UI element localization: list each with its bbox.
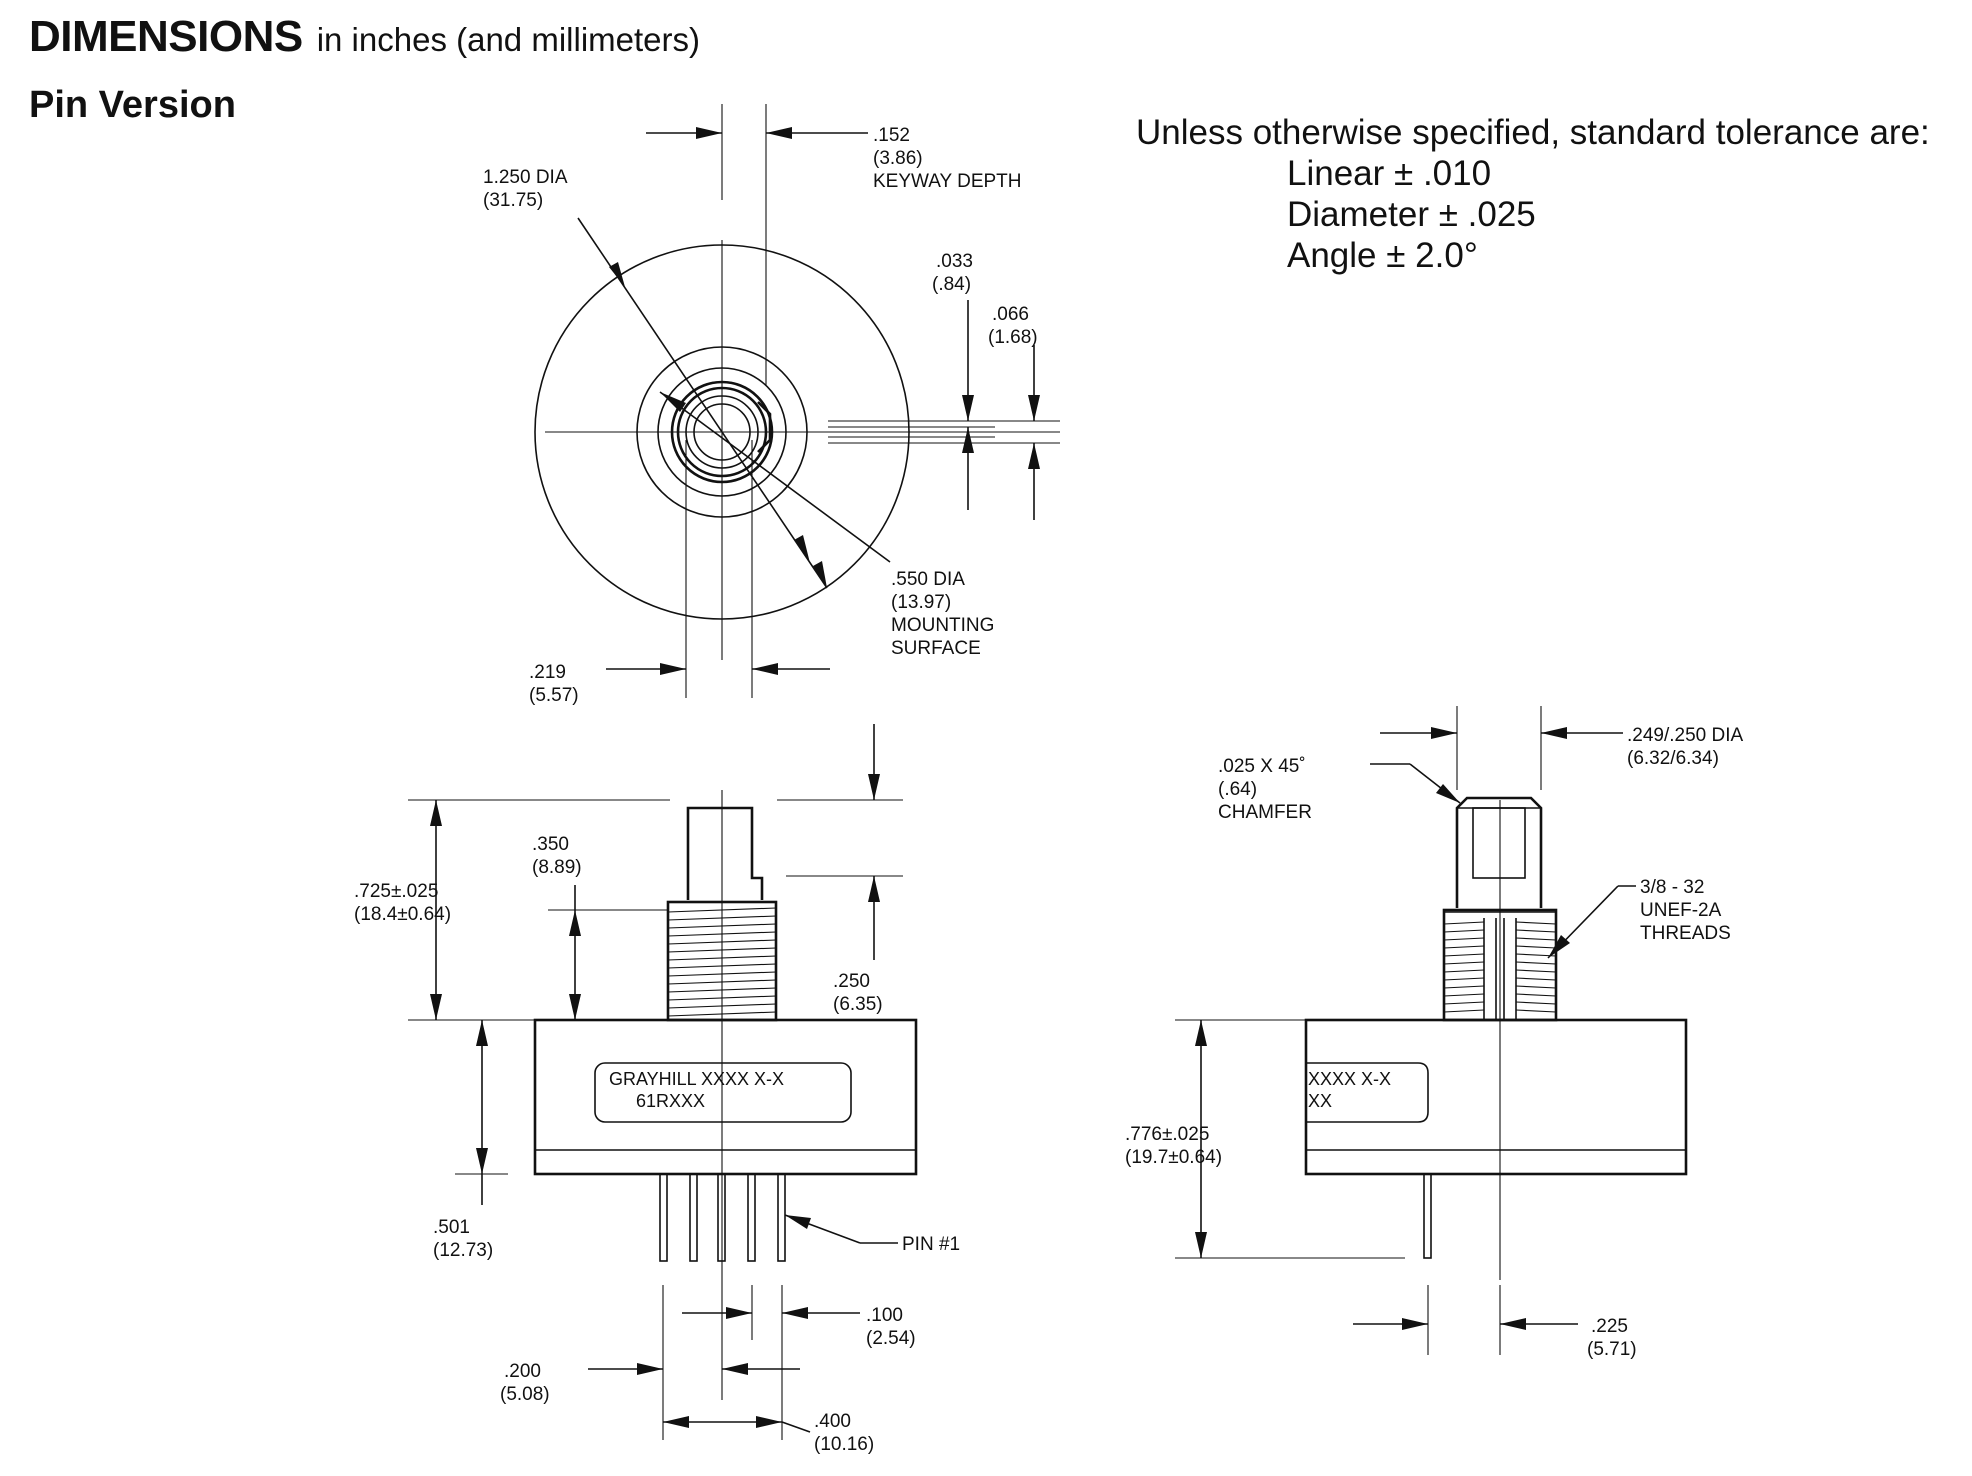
dim-219-text: .219 (5.57)	[529, 662, 579, 706]
dim-400-text: .400 (10.16)	[814, 1411, 874, 1455]
body-circle	[534, 244, 910, 620]
dim-250-text: .250 (6.35)	[833, 971, 883, 1015]
side-label-box	[1306, 1062, 1429, 1123]
dim-350-text: .350 (8.89)	[532, 834, 582, 878]
page-title: DIMENSIONS	[29, 12, 303, 61]
front-label-line2: 61RXXX	[636, 1091, 705, 1111]
side-label-line1: XXXX X-X	[1308, 1069, 1391, 1089]
tolerance-diameter: Diameter ± .025	[1287, 195, 1536, 234]
shaft-dia-text: .249/.250 DIA (6.32/6.34)	[1627, 725, 1747, 769]
side-label-line2: XX	[1308, 1091, 1332, 1111]
dim-066-text: .066 (1.68)	[988, 304, 1038, 348]
pin1-text: PIN #1	[902, 1234, 960, 1255]
dim-501-text: .501 (12.73)	[433, 1217, 493, 1261]
front-label-line1: GRAYHILL XXXX X-X	[609, 1069, 784, 1089]
dim-100-text: .100 (2.54)	[866, 1305, 916, 1349]
front-body	[533, 1018, 918, 1176]
threads-text: 3/8 - 32 UNEF-2A THREADS	[1640, 877, 1731, 944]
tolerance-notes: Unless otherwise specified, standard tol…	[1136, 112, 1930, 276]
page-title-suffix: in inches (and millimeters)	[316, 21, 700, 58]
keyway-dim-text: .152 (3.86) KEYWAY DEPTH	[873, 125, 1022, 192]
side-pin	[1423, 1173, 1432, 1259]
page-heading: DIMENSIONS in inches (and millimeters)	[29, 12, 700, 62]
front-label-box	[594, 1062, 852, 1123]
tolerance-intro: Unless otherwise specified, standard tol…	[1136, 113, 1930, 152]
dim-725-text: .725±.025 (18.4±0.64)	[354, 881, 451, 925]
mounting-dia-text: .550 DIA (13.97) MOUNTING SURFACE	[891, 569, 1000, 659]
side-body	[1304, 1018, 1688, 1176]
chamfer-text: .025 X 45˚ (.64) CHAMFER	[1218, 756, 1312, 823]
pins	[659, 1173, 786, 1262]
body-dia-text: 1.250 DIA (31.75)	[483, 167, 572, 211]
top-view: .152 (3.86) KEYWAY DEPTH 1.250 DIA (31.7…	[483, 104, 1060, 706]
side-view: XXXX X-X XX .249/.250 DIA (6.32/6.34) .0…	[1125, 706, 1747, 1360]
shaft-circle	[670, 380, 774, 484]
page-subtitle: Pin Version	[29, 84, 236, 126]
front-view: GRAYHILL XXXX X-X 61RXXX .725±.025 (18.4…	[354, 724, 960, 1455]
tolerance-linear: Linear ± .010	[1287, 154, 1492, 193]
shaft-slot	[1472, 807, 1526, 879]
dim-200-text: .200 (5.08)	[500, 1361, 550, 1405]
dim-033-text: .033 (.84)	[932, 251, 978, 295]
dim-776-text: .776±.025 (19.7±0.64)	[1125, 1124, 1222, 1168]
dim-225-text: .225 (5.71)	[1587, 1316, 1637, 1360]
mounting-circle	[636, 346, 808, 518]
tolerance-angle: Angle ± 2.0°	[1287, 236, 1478, 275]
